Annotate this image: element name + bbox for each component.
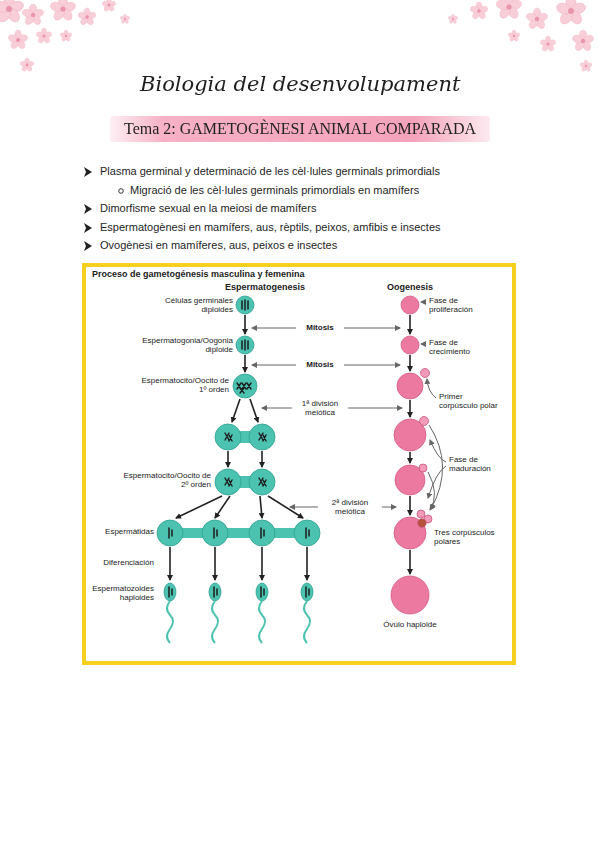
figure-caption-heading: Proceso de gametogénesis masculina y fem… [92, 269, 506, 279]
phase-label: Fase de proliferación [429, 296, 499, 314]
stage-label: Espermatogonia/Oogonia diploide [138, 336, 233, 354]
sub-bullet-text: Migració de les cèl·lules germinals prim… [130, 184, 550, 197]
oogenesis-cells [391, 296, 429, 614]
sperm-tails [167, 601, 310, 643]
stage-label: Espermátidas [84, 527, 154, 536]
phase-label: Primer corpúsculo polar [439, 392, 503, 410]
bullet-text: Ovogènesi en mamíferes, aus, peixos e in… [100, 239, 540, 252]
column-heading: Espermatogenesis [205, 282, 325, 292]
division-label: Mitosis [296, 360, 344, 369]
division-label: 2ª división meiótica [319, 498, 381, 516]
stage-label: Diferenciación [84, 558, 154, 567]
bullet-text: Espermatogènesi en mamífers, aus, rèptil… [100, 221, 560, 234]
stage-label: Espermatocito/Oocito de 2º orden [119, 471, 211, 489]
division-label: 1ª división meiótica [292, 399, 348, 417]
polar-bodies [417, 369, 432, 528]
bullet-text: Dimorfisme sexual en la meiosi de mamífe… [100, 202, 540, 215]
division-label: Mitosis [296, 323, 344, 332]
stage-label: Espermatozoides haploides [84, 584, 154, 602]
phase-arrows [252, 302, 446, 510]
bullet-text: Plasma germinal y determinació de les cè… [100, 165, 540, 178]
phase-label: Fase de crecimiento [429, 338, 499, 356]
column-heading: Oogenesis [370, 282, 450, 292]
phase-label: Fase de maduración [449, 455, 509, 473]
phase-label: Tres corpúsculos polares [434, 528, 506, 546]
result-label: Óvulo haploide [365, 620, 455, 629]
topic-band: Tema 2: GAMETOGÈNESI ANIMAL COMPARADA [110, 116, 490, 142]
topic-heading: Tema 2: GAMETOGÈNESI ANIMAL COMPARADA [124, 120, 476, 138]
page-title: Biologia del desenvolupament [140, 72, 460, 96]
blossom-decoration [0, 0, 595, 72]
stage-label: Espermatocito/Oocito de 1º orden [137, 376, 229, 394]
stage-label: Células germinales diploides [151, 296, 233, 314]
process-arrows [170, 315, 410, 580]
